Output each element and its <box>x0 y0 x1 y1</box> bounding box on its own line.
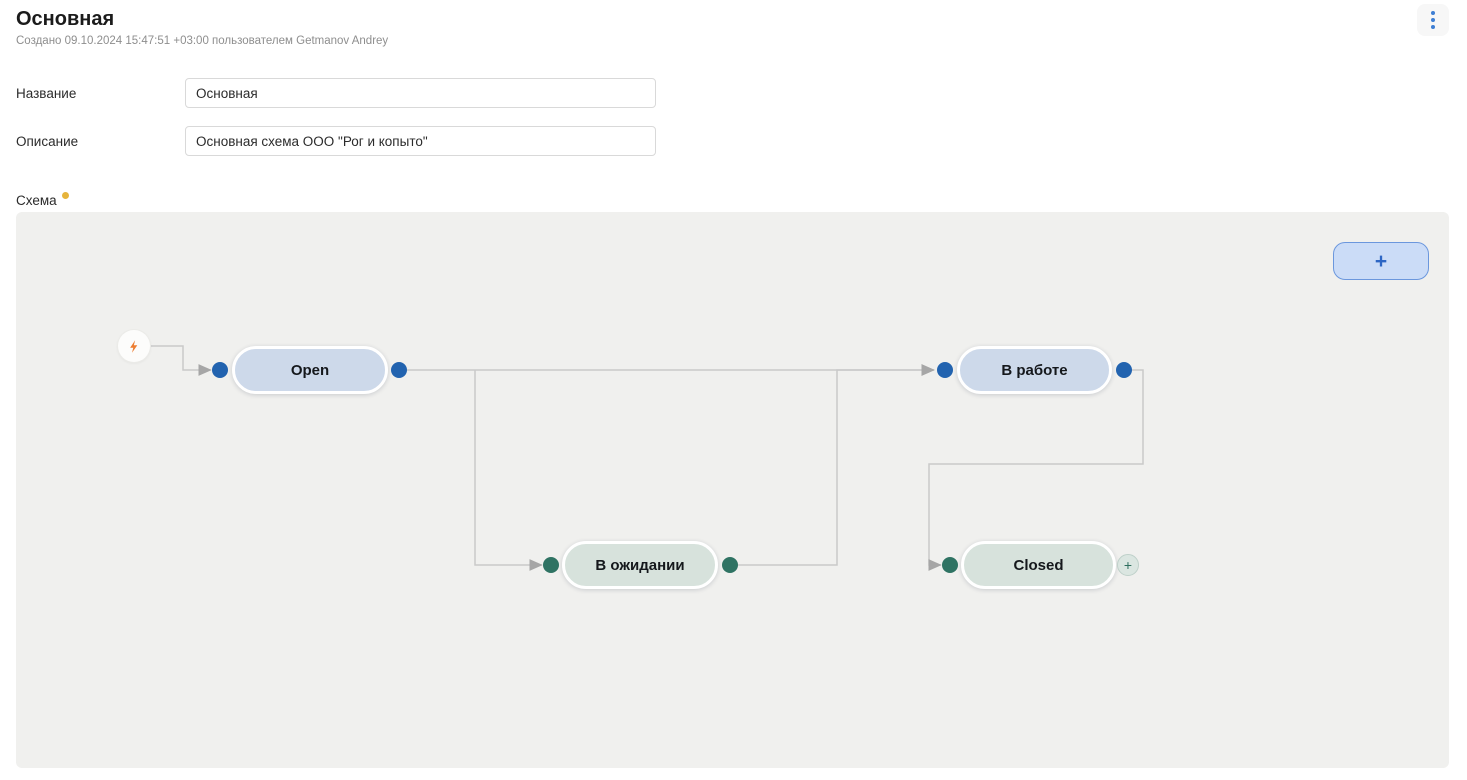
waiting-in-port[interactable] <box>543 557 559 573</box>
in-progress-out-port[interactable] <box>1116 362 1132 378</box>
waiting-out-port[interactable] <box>722 557 738 573</box>
modified-indicator-dot <box>62 192 69 199</box>
lightning-icon <box>129 339 137 353</box>
status-node-label: Open <box>290 361 330 379</box>
more-actions-button[interactable] <box>1417 4 1449 36</box>
schema-canvas[interactable]: + Open В работе В ожидании Closed + <box>16 212 1449 768</box>
name-input[interactable] <box>185 78 656 108</box>
description-input[interactable] <box>185 126 656 156</box>
closed-in-port[interactable] <box>942 557 958 573</box>
edge-waiting-to-in-progress[interactable] <box>738 364 935 566</box>
add-status-button[interactable]: + <box>1333 242 1429 280</box>
description-label: Описание <box>16 134 79 149</box>
status-node-waiting[interactable]: В ожидании <box>562 541 718 589</box>
edges-layer <box>150 345 1144 571</box>
created-info: Создано 09.10.2024 15:47:51 +03:00 польз… <box>16 35 389 47</box>
status-node-label: В работе <box>1001 361 1068 379</box>
open-out-port[interactable] <box>391 362 407 378</box>
closed-add-transition-button[interactable]: + <box>1117 554 1139 576</box>
in-progress-in-port[interactable] <box>937 362 953 378</box>
edge-start-to-open[interactable] <box>150 345 212 376</box>
edge-in-progress-to-closed[interactable] <box>928 369 1144 571</box>
schema-label: Схема <box>16 193 57 208</box>
page-title: Основная <box>16 8 115 30</box>
open-in-port[interactable] <box>212 362 228 378</box>
name-label: Название <box>16 86 77 101</box>
status-node-label: В ожидании <box>595 556 685 574</box>
status-node-label: Closed <box>1013 556 1064 574</box>
kebab-menu-icon <box>1431 11 1435 29</box>
status-node-open[interactable]: Open <box>232 346 388 394</box>
start-trigger-node[interactable] <box>118 330 150 362</box>
status-node-closed[interactable]: Closed <box>961 541 1116 589</box>
status-node-in-progress[interactable]: В работе <box>957 346 1112 394</box>
edge-open-to-waiting[interactable] <box>474 370 543 571</box>
